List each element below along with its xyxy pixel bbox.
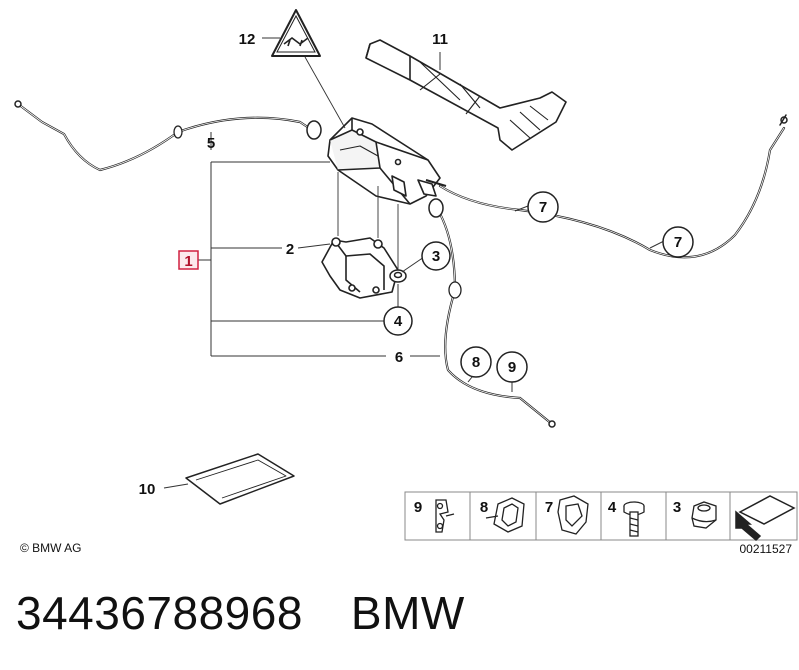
- parking-brake-actuator: [327, 117, 447, 205]
- callout-circle-3: 3: [421, 241, 451, 271]
- grommet-left: [306, 120, 322, 140]
- hex-nut: [389, 269, 407, 283]
- legend-label-3: 3: [673, 499, 681, 516]
- callout-circle-9: 9: [496, 351, 528, 383]
- callout-10: 10: [139, 481, 156, 498]
- bolt-icon: [623, 501, 645, 537]
- legend-label-7: 7: [545, 499, 553, 516]
- left-brake-cable: [16, 102, 320, 172]
- svg-text:7: 7: [539, 199, 547, 216]
- part-number: 34436788968: [16, 587, 303, 639]
- callout-5: 5: [207, 135, 215, 152]
- legend-label-9: 9: [414, 499, 422, 516]
- callout-11: 11: [432, 31, 448, 48]
- legend-label-4: 4: [608, 499, 617, 516]
- callout-circle-7b: 7: [662, 226, 694, 258]
- image-code: 00211527: [740, 542, 793, 556]
- part-caption: 34436788968 BMW: [16, 586, 513, 640]
- cable-holder-icon: [485, 497, 525, 533]
- legend-label-8: 8: [480, 499, 488, 516]
- leader-lines: [163, 37, 665, 489]
- svg-text:8: 8: [472, 354, 480, 371]
- direction-arrow-icon: [735, 495, 796, 542]
- mounting-bracket: [321, 237, 399, 299]
- small-parts-legend: 9 8 7 4 3: [404, 491, 798, 542]
- callout-circle-4: 4: [383, 306, 413, 336]
- callout-6: 6: [395, 349, 403, 366]
- callout-circle-7a: 7: [527, 191, 559, 223]
- cables: [14, 100, 788, 428]
- callout-12: 12: [239, 31, 256, 48]
- nut-icon: [691, 501, 717, 529]
- grease-sachet: [185, 453, 295, 505]
- svg-text:9: 9: [508, 359, 516, 376]
- brand-name: BMW: [350, 587, 465, 639]
- callout-circle-8: 8: [460, 346, 492, 378]
- copyright-text: © BMW AG: [20, 541, 82, 555]
- grommet-right: [428, 198, 444, 218]
- svg-text:3: 3: [432, 248, 440, 265]
- callouts: 1 2 5 6 10 11 12 3 4 7 7 8 9: [139, 31, 694, 498]
- callout-2: 2: [286, 241, 294, 258]
- svg-text:7: 7: [674, 234, 682, 251]
- svg-text:4: 4: [394, 313, 403, 330]
- callout-1: 1: [184, 253, 192, 270]
- warning-label: [271, 9, 321, 57]
- lower-brake-cable: [436, 208, 554, 426]
- cable-clamp-icon: [557, 495, 589, 535]
- release-handle: [365, 39, 567, 151]
- cable-clip-icon: [435, 499, 455, 533]
- callout-box-1: [178, 250, 199, 270]
